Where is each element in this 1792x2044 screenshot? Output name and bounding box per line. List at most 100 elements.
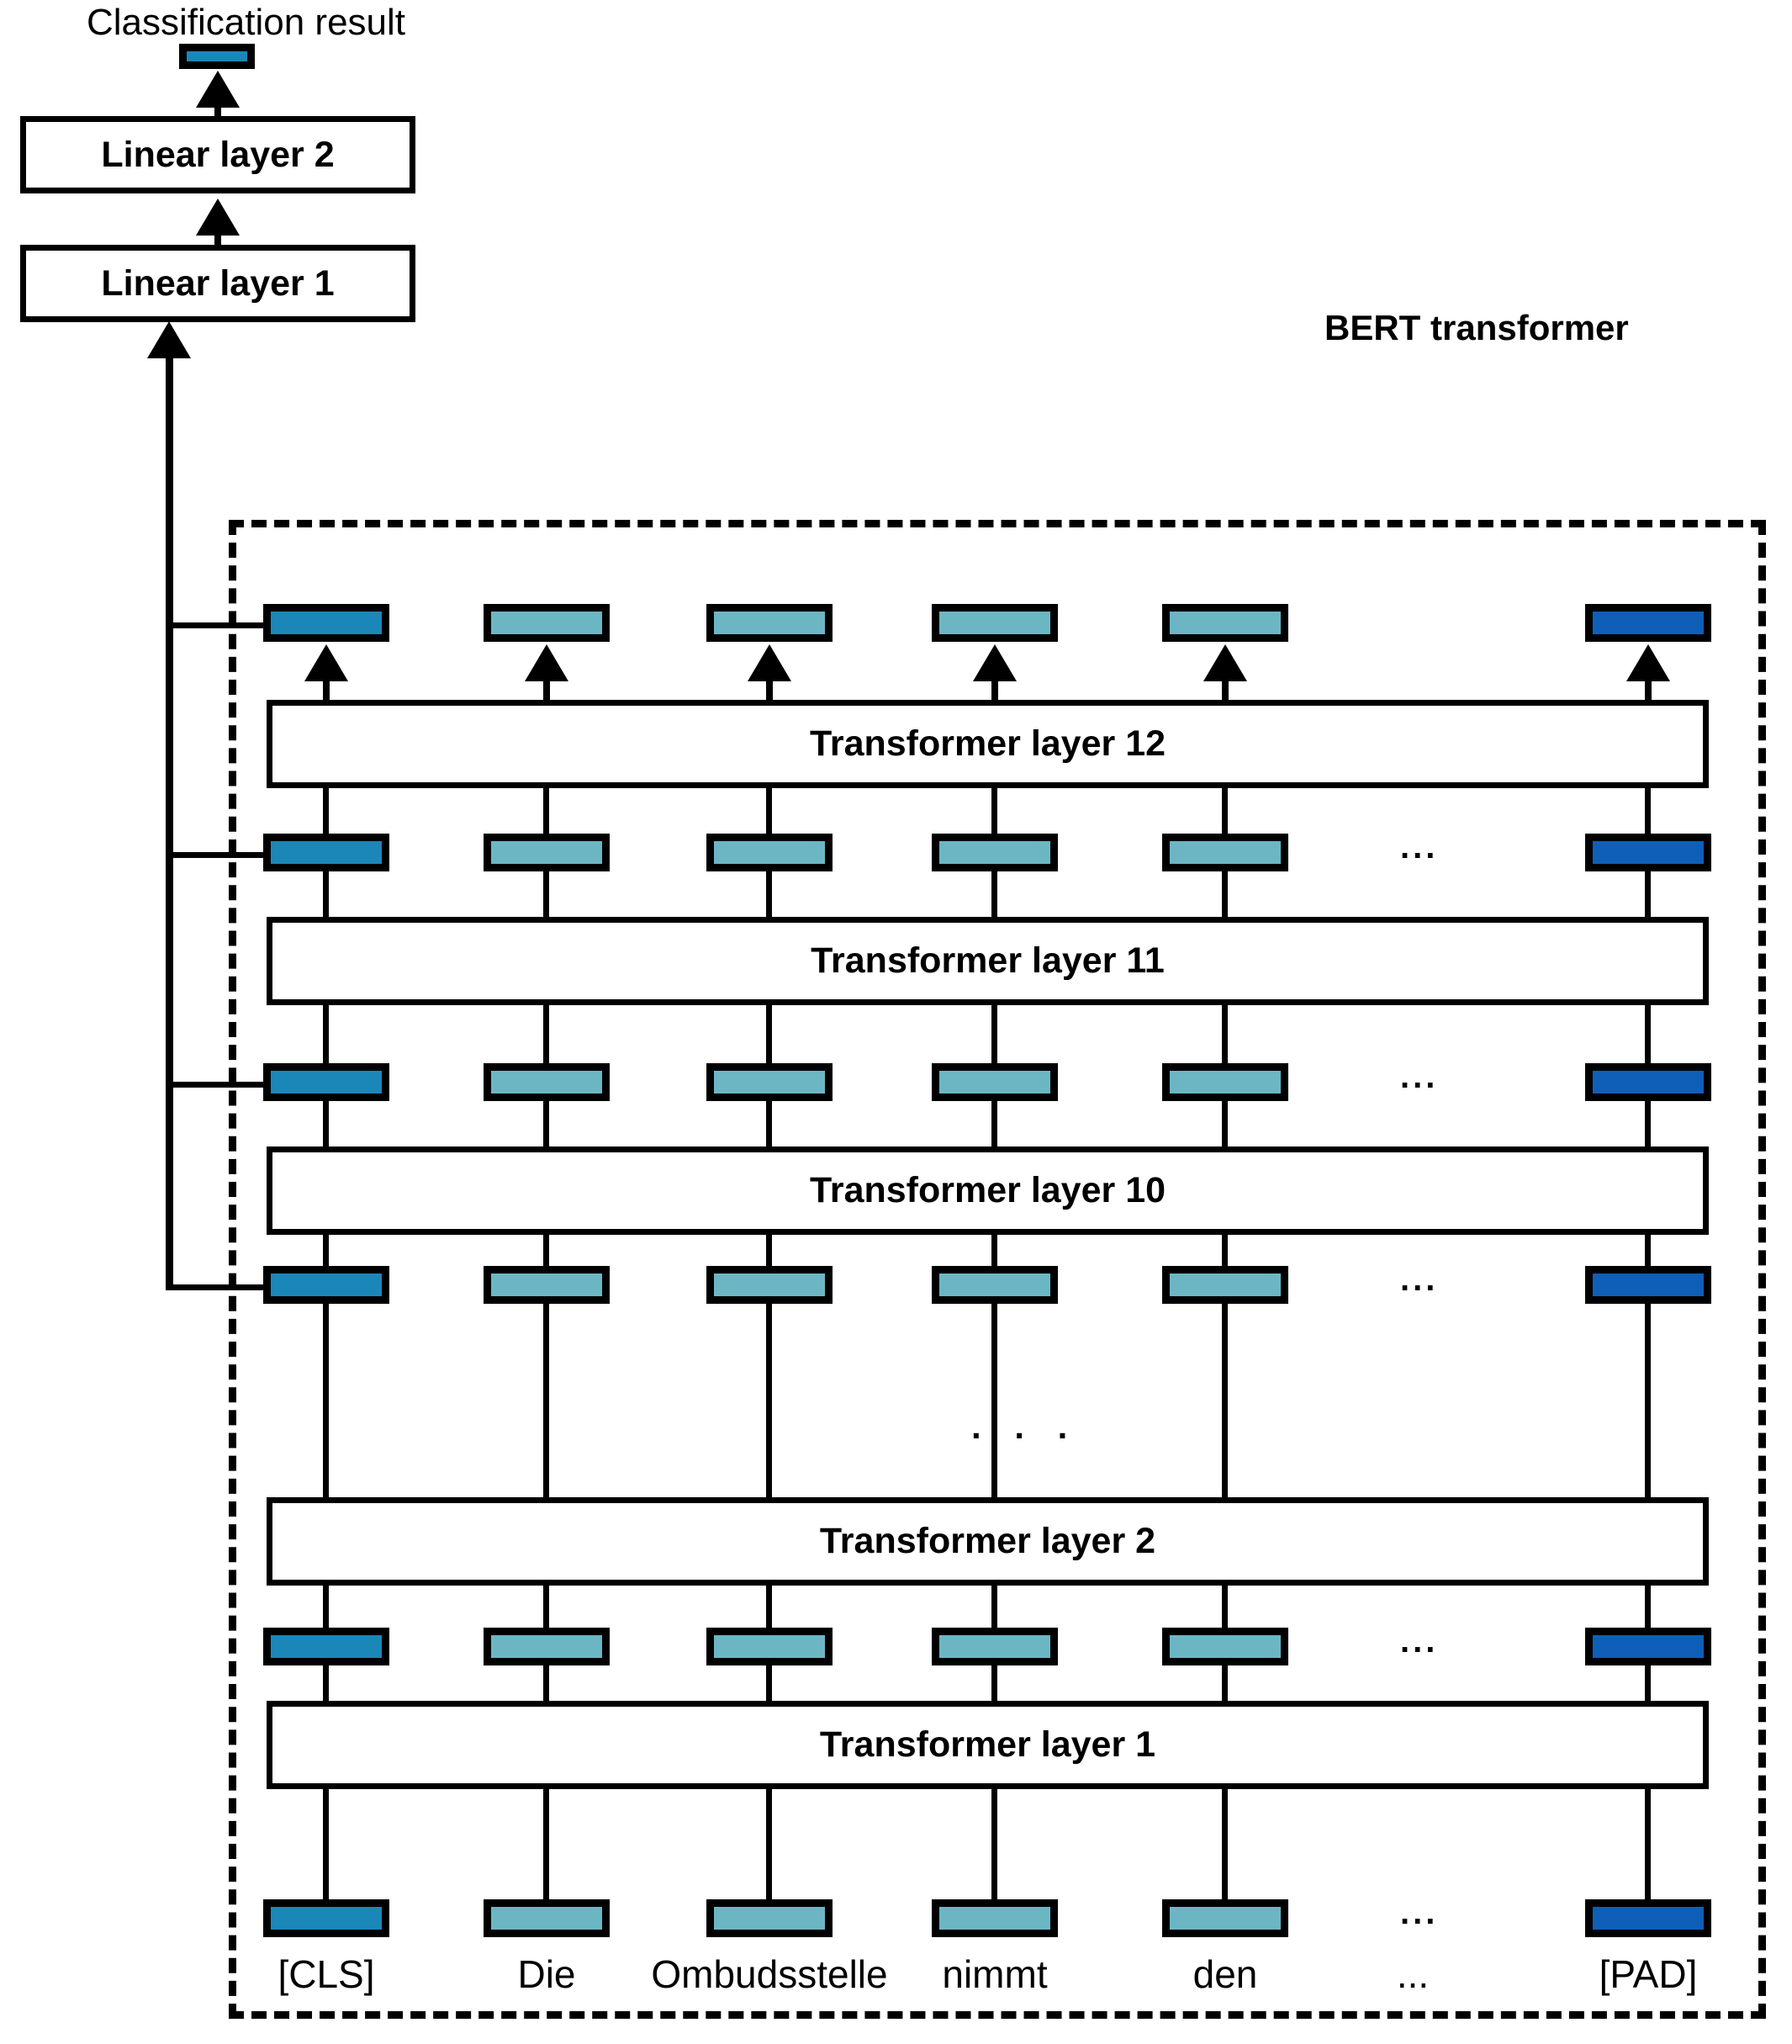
token-label-ellipsis: ... [1396,1952,1430,1996]
line-l11in-col5 [1222,871,1228,917]
classification-result-box [179,44,255,69]
token-box-ombudsstelle-out12 [706,604,833,642]
line-l1out-col1-up [323,1586,329,1628]
token-label-die: Die [517,1952,576,1996]
line-l1out-col2-up [543,1586,549,1628]
line-l10out-col3-up [766,1005,772,1063]
line-input-col5 [1222,1789,1228,1834]
transformer-layer-12-box: Transformer layer 12 [267,700,1709,788]
token-box-nimmt-out12 [932,604,1058,642]
line-l9out-col7-up [1645,1235,1651,1266]
row-ellipsis-input: ... [1400,1894,1439,1931]
token-box-den-out1 [1162,1628,1288,1665]
line-l1in-col1 [323,1665,329,1701]
line-l11out-col2-up [543,788,549,834]
token-box-cls-out12 [263,604,389,642]
line-l1in-col7 [1645,1665,1651,1701]
arrow-l12-col3-shaft [766,665,773,700]
token-box-nimmt-out1 [932,1628,1058,1665]
token-box-nimmt-out10 [932,1063,1058,1101]
token-box-die-input [484,1899,610,1937]
line-l9out-col2-up [543,1235,549,1266]
line-input-col3 [766,1789,772,1834]
arrow-l12-col4-head [973,644,1017,681]
arrow-linear1-to-linear2-head [196,199,240,236]
line-l9out-col3-up [766,1235,772,1266]
line-gap-col7 [1645,1304,1651,1497]
token-box-die-out12 [484,604,610,642]
token-label-nimmt: nimmt [942,1952,1048,1996]
line-gap-col3 [766,1304,772,1497]
arrow-l12-col7-head [1626,644,1670,681]
token-box-den-out9 [1162,1266,1288,1304]
skip-stub-layer10 [166,1082,267,1088]
line-l11out-col1-up [323,788,329,834]
token-box-pad-out1 [1585,1628,1711,1665]
line-l11in-col2 [543,871,549,917]
bert-transformer-container [229,520,1766,2019]
line-input-col1 [323,1789,329,1834]
line-gap-col4 [991,1304,997,1497]
line-input-col4 [991,1789,997,1834]
line-l1out-col4-up [991,1586,997,1628]
arrow-l12-col7-shaft [1645,665,1652,700]
row-ellipsis-out1: ... [1400,1623,1439,1660]
transformer-layer-2-box: Transformer layer 2 [267,1497,1709,1586]
line-l11out-col4-up [991,788,997,834]
token-label-ombudsstelle: Ombudsstelle [651,1952,888,1996]
linear-layer-1-label: Linear layer 1 [101,262,335,304]
token-box-die-out9 [484,1266,610,1304]
line-input-col2 [543,1789,549,1834]
token-box-ombudsstelle-out1 [706,1628,833,1665]
line-l11in-col1 [323,871,329,917]
bert-transformer-label: BERT transformer [1324,308,1629,347]
token-box-nimmt-input [932,1899,1058,1937]
line-inputbox-col5 [1222,1834,1228,1899]
transformer-layer-2-label: Transformer layer 2 [819,1521,1156,1561]
skip-stub-layer9 [166,1284,267,1290]
arrow-l12-col5-head [1203,644,1247,681]
linear-layer-2-box: Linear layer 2 [20,116,415,193]
token-box-pad-input [1585,1899,1711,1937]
line-gap-col5 [1222,1304,1228,1497]
token-label-cls: [CLS] [278,1952,375,1996]
token-box-cls-out9 [263,1266,389,1304]
transformer-layer-11-label: Transformer layer 11 [811,940,1165,981]
transformer-layer-1-label: Transformer layer 1 [819,1724,1156,1765]
line-l10in-col1 [323,1101,329,1146]
token-box-pad-out9 [1585,1266,1711,1304]
token-box-die-out11 [484,834,610,871]
transformer-layer-1-box: Transformer layer 1 [267,1701,1709,1789]
arrow-l12-col3-head [748,644,791,681]
line-l1out-col3-up [766,1586,772,1628]
token-box-den-input [1162,1899,1288,1937]
transformer-layer-10-box: Transformer layer 10 [267,1146,1709,1235]
line-l10out-col5-up [1222,1005,1228,1063]
line-l10in-col2 [543,1101,549,1146]
transformer-layer-12-label: Transformer layer 12 [809,723,1166,764]
line-inputbox-col7 [1645,1834,1651,1899]
line-l1out-col5-up [1222,1586,1228,1628]
token-box-ombudsstelle-out11 [706,834,833,871]
skip-stub-layer12 [166,622,267,628]
line-l1out-col7-up [1645,1586,1651,1628]
token-box-pad-out11 [1585,834,1711,871]
line-l1in-col3 [766,1665,772,1701]
skip-stub-layer11 [166,852,267,858]
line-l10in-col3 [766,1101,772,1146]
token-box-ombudsstelle-input [706,1899,833,1937]
token-box-die-out1 [484,1628,610,1665]
token-label-den: den [1192,1952,1258,1996]
line-l10out-col2-up [543,1005,549,1063]
arrow-l12-col4-shaft [991,665,998,700]
transformer-layer-10-label: Transformer layer 10 [809,1170,1166,1210]
token-box-die-out10 [484,1063,610,1101]
token-box-cls-out1 [263,1628,389,1665]
line-l11in-col7 [1645,871,1651,917]
token-box-cls-input [263,1899,389,1937]
arrow-l12-col1-shaft [323,665,330,700]
token-box-pad-out12 [1585,604,1711,642]
line-l10out-col1-up [323,1005,329,1063]
line-l10out-col7-up [1645,1005,1651,1063]
